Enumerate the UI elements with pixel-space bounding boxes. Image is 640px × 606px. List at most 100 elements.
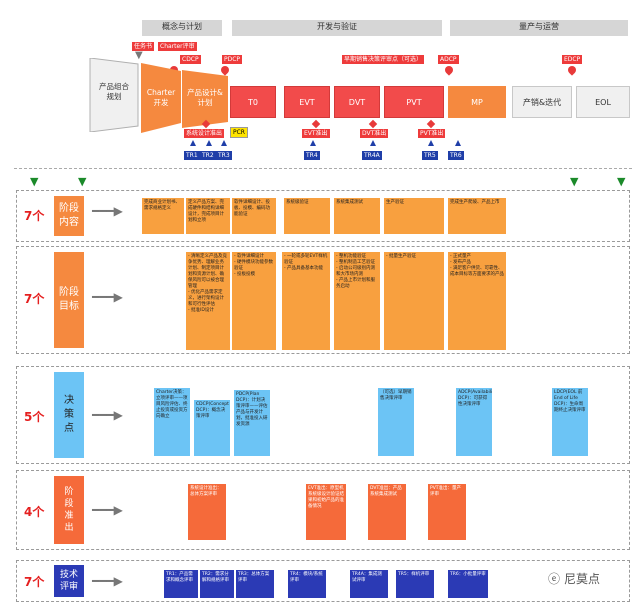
stage-dvt: DVT	[334, 86, 380, 118]
count-label: 7个	[24, 292, 45, 306]
tag-tr4: TR4	[304, 151, 320, 160]
section-stage-exits	[16, 470, 630, 550]
section-stage-content	[16, 190, 630, 242]
down-arrow-icon: ▼	[135, 50, 143, 61]
exit-cell: EVT准出：原型机系统级设计验证结果和初始产品的准备情况	[306, 484, 346, 540]
stage-portfolio: 产品组合 规划	[99, 82, 129, 101]
content-cell: 定义产品方案、完成硬件和结构详细设计，完成项目计划和立项	[186, 198, 230, 234]
tag-edcp: EDCP	[562, 55, 583, 64]
decision-cell: CDCP(Concept DCP)：概念决策评审	[194, 400, 230, 456]
review-cell: TR4A：集成测试评审	[350, 570, 388, 598]
watermark-icon: ⓔ	[548, 572, 561, 586]
count-label: 7个	[24, 575, 45, 589]
tag-task-book: 任务书	[132, 42, 155, 51]
stage-charter: Charter 开发	[146, 88, 176, 107]
stage-t0: T0	[230, 86, 276, 118]
content-cell: 系统级验证	[284, 198, 330, 234]
divider	[14, 168, 632, 169]
arrow-right-icon: ━━━▶	[92, 204, 123, 218]
down-arrow-icon: ▼	[30, 175, 39, 188]
tag-pvt-exit: PVT准出	[418, 129, 446, 138]
down-arrow-icon: ▼	[570, 175, 579, 188]
decision-cell: （可选）早期销售决策评审	[378, 388, 414, 456]
section-label: 技术 评审	[54, 565, 84, 597]
goal-cell: - 一轮或多轮EVT样机验证 - 产品具备基本功能	[282, 252, 330, 350]
decision-cell: PDCP(Plan DCP)：计划决策评审——评估产品与开发计划，批准投入研发资…	[234, 390, 270, 456]
gate-diamond-icon	[426, 119, 436, 129]
exit-cell: PVT准出：量产评审	[428, 484, 466, 540]
review-cell: TR3：总体方案评审	[236, 570, 274, 598]
content-cell: 生产验证	[384, 198, 444, 234]
count-label: 4个	[24, 505, 45, 519]
gate-diamond-icon	[311, 119, 321, 129]
decision-cell: ADCP(Availability DCP)：可获得性决策评审	[456, 388, 492, 456]
goal-cell: - 整机功能验证 - 整机制造工艺验证 - 启动公司级别内测和大市场内测 - 产…	[334, 252, 380, 350]
section-label: 决 策 点	[54, 372, 84, 458]
tag-tr5: TR5	[422, 151, 438, 160]
tag-adcp: ADCP	[438, 55, 459, 64]
tag-tr2: TR2	[200, 151, 216, 160]
tag-early-sales: 早期销售决策评审点（可选）	[342, 55, 425, 64]
content-cell: 系统集成测试	[334, 198, 380, 234]
tag-design-exit: 系统设计准出	[184, 129, 225, 138]
decision-cell: Charter决策：立项评审——项目风险评估、终止投资或投资方向确立	[154, 388, 190, 456]
stage-ps: 产销&迭代	[512, 86, 572, 118]
content-cell: 完成生产爬坡、产品上市	[448, 198, 506, 234]
stage-pvt: PVT	[384, 86, 444, 118]
section-stage-goals	[16, 246, 630, 354]
section-label: 阶段 内容	[54, 196, 84, 236]
tag-pdcp: PDCP	[222, 55, 243, 64]
tag-tr1: TR1	[184, 151, 200, 160]
tr-marker-icon	[455, 140, 461, 146]
review-cell: TR4：模块/系统评审	[288, 570, 326, 598]
exit-cell: DVT准出：产品系统集成测试	[368, 484, 406, 540]
content-cell: 完成商业计划书、需求规格定义	[142, 198, 184, 234]
review-cell: TR1：产品需求和概念评审	[164, 570, 198, 598]
phase-production: 量产与运营	[450, 20, 628, 36]
tag-charter-review: Charter评审	[158, 42, 197, 51]
tr-marker-icon	[370, 140, 376, 146]
section-label: 阶 段 准 出	[54, 476, 84, 544]
tag-dvt-exit: DVT准出	[360, 129, 389, 138]
count-label: 5个	[24, 410, 45, 424]
arrow-right-icon: ━━━▶	[92, 503, 123, 517]
count-label: 7个	[24, 209, 45, 223]
tag-tr3: TR3	[216, 151, 232, 160]
design-shape	[182, 70, 228, 128]
content-cell: 软件详细设计、投板、投模、编码功能验证	[232, 198, 276, 234]
watermark: 尼莫点	[564, 572, 601, 586]
tag-evt-exit: EVT准出	[302, 129, 330, 138]
down-arrow-icon: ▼	[78, 175, 87, 188]
phase-concept: 概念与计划	[142, 20, 222, 36]
tr-marker-icon	[221, 140, 227, 146]
tag-pcr: PCR	[230, 127, 248, 138]
gate-diamond-icon	[368, 119, 378, 129]
review-cell: TR6：小批量评审	[448, 570, 488, 598]
tr-marker-icon	[206, 140, 212, 146]
tr-marker-icon	[428, 140, 434, 146]
tag-tr4a: TR4A	[362, 151, 382, 160]
arrow-right-icon: ━━━▶	[92, 408, 123, 422]
review-cell: TR2：需求分解和规格评审	[200, 570, 234, 598]
stage-mp: MP	[448, 86, 506, 118]
portfolio-shape	[89, 58, 139, 132]
arrow-right-icon: ━━━▶	[92, 574, 123, 588]
edcp-pin-icon	[566, 64, 578, 76]
adcp-pin-icon	[443, 64, 455, 76]
decision-cell: LDCP(EOL 前End of Life DCP)：生命周期终止决策评审	[552, 388, 588, 456]
section-decision-points	[16, 366, 630, 464]
stage-eol: EOL	[576, 86, 630, 118]
stage-evt: EVT	[284, 86, 330, 118]
section-tech-reviews	[16, 560, 630, 602]
goal-cell: - 清晰定义产品及竞争优势、理解业务计划、制定项目计划和资源计划、确保风险可以被…	[186, 252, 230, 350]
goal-cell: - 正式量产 - 发布产品 - 满足客户供货、可靠性、成本目标等方面要求的产品	[448, 252, 506, 350]
tr-marker-icon	[190, 140, 196, 146]
exit-cell: 系统设计准出：总体方案评审	[188, 484, 226, 540]
tag-cdcp: CDCP	[180, 55, 201, 64]
tr-marker-icon	[310, 140, 316, 146]
review-cell: TR5：样机评审	[396, 570, 434, 598]
charter-shape	[141, 63, 181, 133]
goal-cell: - 批量生产验证	[384, 252, 444, 350]
down-arrow-icon: ▼	[617, 175, 626, 188]
section-label: 阶段 目标	[54, 252, 84, 348]
